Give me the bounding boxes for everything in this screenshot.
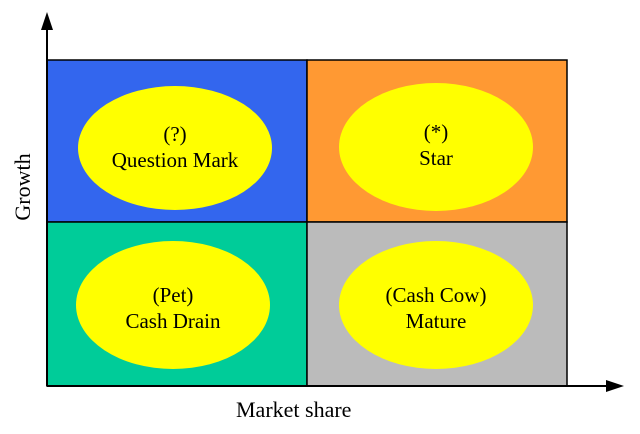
label-question-mark-line1: (?) — [163, 122, 187, 146]
label-pet: (Pet) Cash Drain — [83, 282, 263, 334]
label-pet-line1: (Pet) — [152, 283, 194, 307]
label-cash-cow-line1: (Cash Cow) — [385, 283, 487, 307]
x-axis-arrowhead — [606, 380, 624, 392]
label-pet-line2: Cash Drain — [125, 309, 221, 333]
ellipse-cash-cow — [339, 241, 533, 369]
label-cash-cow-line2: Mature — [405, 309, 467, 333]
label-cash-cow: (Cash Cow) Mature — [346, 282, 526, 334]
y-axis-arrowhead — [41, 12, 53, 30]
label-star-line2: Star — [419, 146, 453, 170]
label-star-line1: (*) — [423, 120, 449, 144]
x-axis-label: Market share — [236, 397, 352, 422]
ellipse-pet — [76, 241, 270, 369]
y-axis-label: Growth — [10, 153, 35, 221]
label-question-mark-line2: Question Mark — [111, 148, 239, 172]
ellipse-star — [339, 83, 533, 211]
ellipse-question-mark — [78, 86, 272, 210]
label-question-mark: (?) Question Mark — [85, 121, 265, 173]
label-star: (*) Star — [346, 119, 526, 171]
